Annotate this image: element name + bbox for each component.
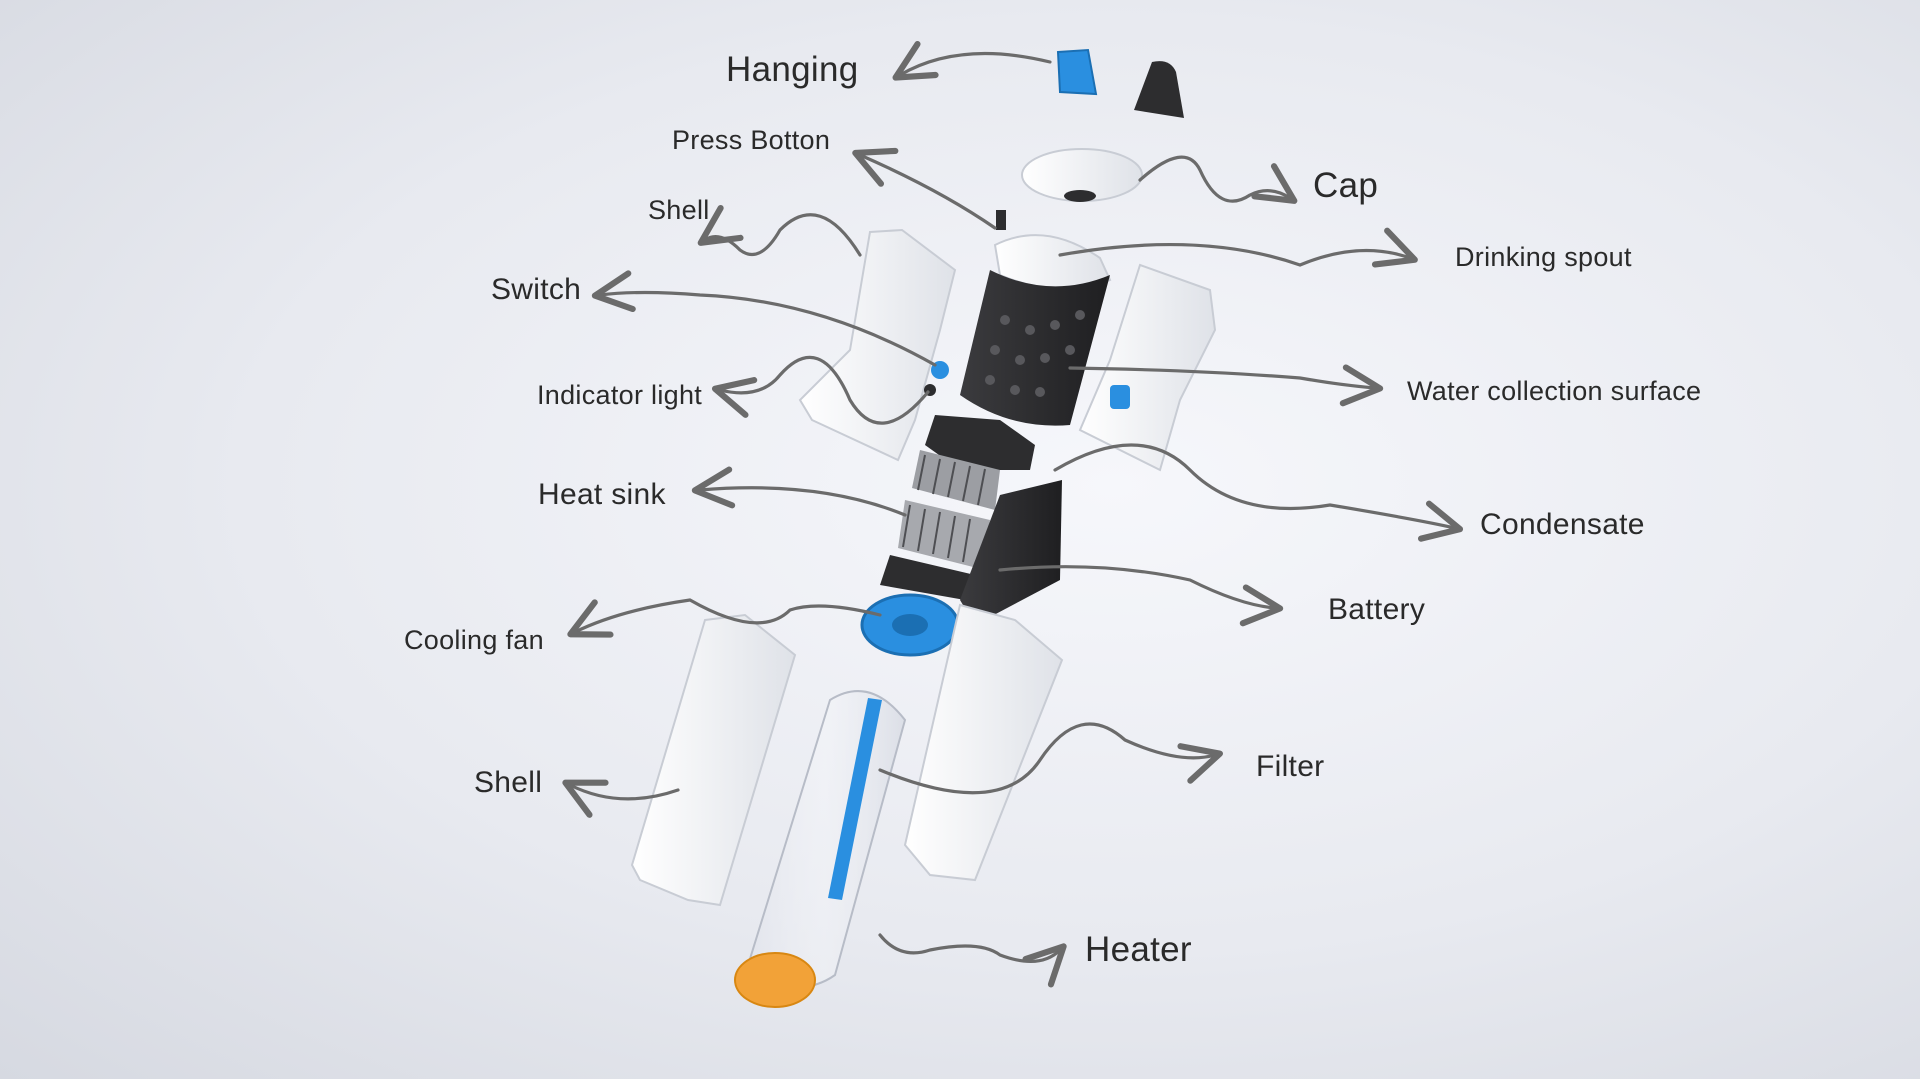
- perforations: [985, 310, 1085, 397]
- arrow-shell-top: [697, 204, 862, 257]
- heater-part: [734, 952, 816, 1008]
- label-shell-bottom: Shell: [474, 766, 543, 799]
- label-filter: Filter: [1256, 750, 1325, 783]
- battery-part: [960, 480, 1062, 625]
- arrow-cooling-fan: [567, 598, 882, 638]
- arrow-hanging: [892, 40, 1052, 81]
- label-drinking-spout: Drinking spout: [1455, 242, 1632, 272]
- heat-sink-base: [880, 555, 975, 600]
- arrow-battery: [998, 565, 1284, 627]
- label-battery: Battery: [1328, 593, 1426, 626]
- top-shell-right: [1078, 263, 1217, 472]
- water-collection-surface-part: [960, 270, 1110, 426]
- filter-rod: [828, 698, 882, 900]
- arrow-switch: [591, 270, 937, 367]
- arrow-press-button: [852, 147, 997, 230]
- heat-sink-fins-2: [898, 500, 990, 570]
- label-heat-sink: Heat sink: [538, 478, 666, 511]
- bottom-shell-left: [630, 613, 797, 907]
- arrow-heat-sink: [691, 466, 907, 517]
- callout-arrows: [562, 40, 1464, 988]
- arrow-condensate: [1053, 443, 1464, 542]
- cap-seal: [1064, 190, 1096, 202]
- label-condensate: Condensate: [1480, 508, 1645, 541]
- heat-sink-top: [925, 415, 1035, 470]
- arrow-indicator-light: [711, 355, 930, 425]
- arrow-cap: [1138, 155, 1298, 204]
- hanging-clip-dark: [1134, 61, 1184, 118]
- hanging-clip-blue: [1056, 48, 1098, 96]
- label-hanging: Hanging: [726, 50, 859, 89]
- label-indicator-light: Indicator light: [537, 380, 703, 410]
- label-water-collection-surface: Water collection surface: [1407, 376, 1702, 406]
- heat-sink-fin-lines: [902, 454, 986, 563]
- arrow-water-collection: [1068, 364, 1384, 407]
- heat-sink-fins-1: [912, 450, 1000, 510]
- arrow-shell-bottom: [562, 779, 680, 818]
- bottom-shell-right: [903, 603, 1064, 882]
- top-shell-left: [798, 228, 957, 462]
- cooling-fan-hub: [892, 614, 928, 636]
- label-heater: Heater: [1085, 930, 1192, 969]
- arrow-filter: [878, 722, 1223, 795]
- arrow-drinking-spout: [1058, 227, 1418, 268]
- right-shell-indicator: [1110, 385, 1130, 409]
- label-switch: Switch: [491, 273, 582, 306]
- arrow-heater: [878, 933, 1067, 988]
- label-shell-top: Shell: [648, 195, 710, 225]
- label-cap: Cap: [1313, 166, 1379, 205]
- press-button-part: [996, 210, 1006, 230]
- label-press-button: Press Botton: [672, 125, 831, 155]
- label-cooling-fan: Cooling fan: [404, 625, 544, 655]
